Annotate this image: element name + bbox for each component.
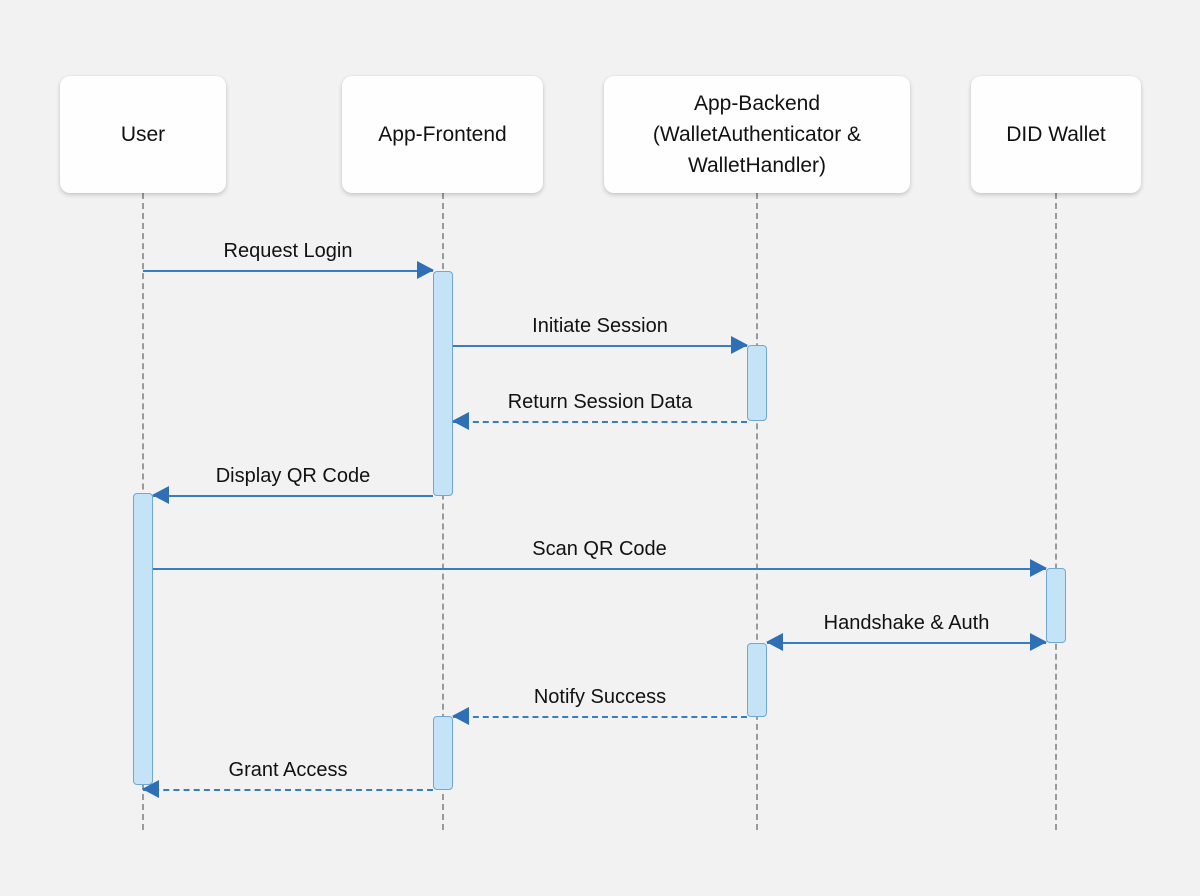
arrowhead-left-icon <box>452 412 469 430</box>
arrowhead-left-icon <box>142 780 159 798</box>
message-line <box>453 421 747 423</box>
message-label: Grant Access <box>228 759 348 781</box>
lifeline-frontend <box>442 193 444 830</box>
message-label: Return Session Data <box>507 391 693 413</box>
arrowhead-left-icon <box>452 707 469 725</box>
activation-bar-wallet <box>1046 568 1066 643</box>
message-line <box>767 642 1046 644</box>
message-line <box>143 789 433 791</box>
message-label: Handshake & Auth <box>823 612 990 634</box>
arrowhead-left-icon <box>766 633 783 651</box>
arrowhead-right-icon <box>1030 633 1047 651</box>
arrowhead-right-icon <box>417 261 434 279</box>
activation-bar-user <box>133 493 153 785</box>
message-line <box>143 270 433 272</box>
message-line <box>153 568 1046 570</box>
activation-bar-frontend <box>433 271 453 496</box>
message-label: Request Login <box>223 240 353 262</box>
activation-bar-backend <box>747 643 767 717</box>
participant-label: DID Wallet <box>1006 123 1106 146</box>
message-label: Initiate Session <box>532 315 668 337</box>
message-line <box>453 345 747 347</box>
activation-bar-frontend <box>433 716 453 790</box>
arrowhead-right-icon <box>731 336 748 354</box>
participant-label: User <box>120 123 166 146</box>
participant-frontend[interactable]: App-Frontend <box>342 76 543 193</box>
participant-wallet[interactable]: DID Wallet <box>971 76 1141 193</box>
lifeline-backend <box>756 193 758 830</box>
participant-label: App-Backend (WalletAuthenticator & Walle… <box>652 92 862 177</box>
arrowhead-left-icon <box>152 486 169 504</box>
participant-label: App-Frontend <box>378 123 507 146</box>
participant-user[interactable]: User <box>60 76 226 193</box>
message-line <box>153 495 433 497</box>
message-label: Display QR Code <box>215 465 371 487</box>
message-label: Scan QR Code <box>532 538 667 560</box>
lifeline-wallet <box>1055 193 1057 830</box>
message-line <box>453 716 747 718</box>
activation-bar-backend <box>747 345 767 421</box>
message-label: Notify Success <box>533 686 667 708</box>
participant-backend[interactable]: App-Backend (WalletAuthenticator & Walle… <box>604 76 910 193</box>
arrowhead-right-icon <box>1030 559 1047 577</box>
